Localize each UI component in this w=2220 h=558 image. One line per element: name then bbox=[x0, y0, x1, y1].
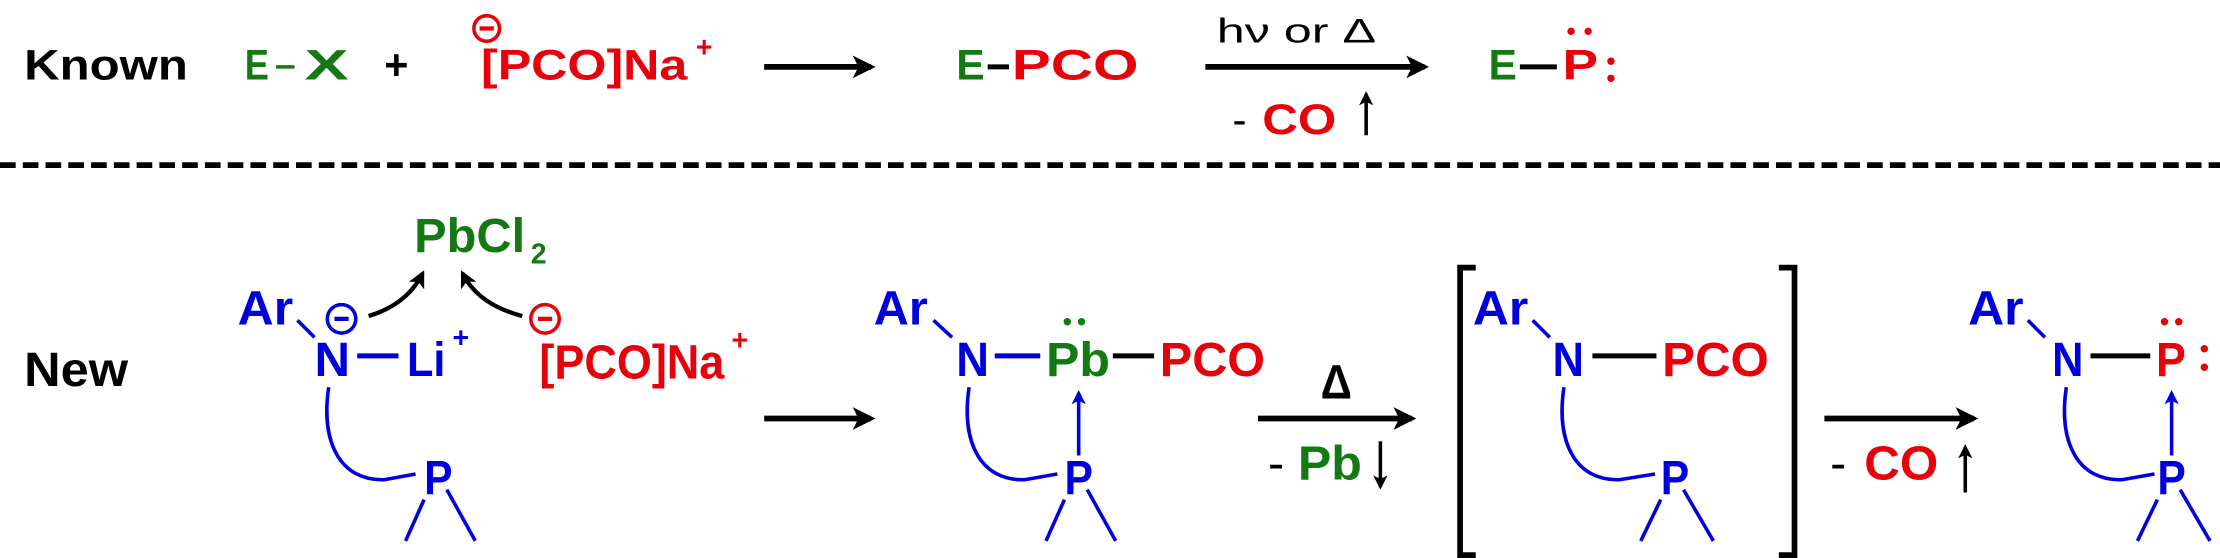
negative-charge-icon bbox=[529, 302, 562, 335]
known-reaction: Known E X + [PCO]Na + E PCO hν or Δ - CO… bbox=[24, 13, 1615, 144]
phosphine-substituent bbox=[1681, 488, 1715, 542]
known-label: Known bbox=[24, 42, 188, 90]
lone-pair-icon bbox=[2160, 318, 2209, 371]
ligand-backbone-arc bbox=[1560, 386, 1656, 482]
ar-n-bond bbox=[296, 319, 316, 339]
phosphinidene-p: P bbox=[2156, 333, 2186, 387]
lone-pair-icon bbox=[1567, 27, 1615, 82]
phosphinidene-product: Ar N P P bbox=[1968, 282, 2212, 542]
phosphine-substituent bbox=[2178, 488, 2212, 542]
ar-n-bond bbox=[1531, 319, 1551, 339]
amide-nitrogen: N bbox=[1553, 333, 1584, 387]
loss-co: CO bbox=[1262, 96, 1336, 144]
phosphaethynolate-reagent: [PCO]Na bbox=[539, 336, 725, 390]
reactant-e: E bbox=[245, 42, 269, 90]
phosphine-substituent bbox=[1085, 488, 1118, 542]
aryl-group: Ar bbox=[1968, 282, 2024, 336]
amide-nitrogen: N bbox=[956, 333, 989, 387]
phosphine-p: P bbox=[2157, 451, 2185, 505]
reactant-x: X bbox=[305, 42, 350, 90]
negative-charge-icon bbox=[472, 13, 502, 44]
ligand-backbone-arc bbox=[325, 386, 416, 482]
sodium-charge: + bbox=[731, 325, 748, 357]
product-e: E bbox=[1489, 42, 1517, 90]
aryl-group: Ar bbox=[238, 282, 294, 336]
loss-co: CO bbox=[1864, 437, 1938, 491]
ar-n-bond bbox=[932, 318, 954, 339]
aryl-group: Ar bbox=[874, 282, 928, 336]
sodium-charge: + bbox=[696, 32, 713, 64]
phosphine-substituent bbox=[445, 488, 477, 542]
lithium: Li bbox=[407, 333, 445, 387]
right-bracket bbox=[1778, 264, 1798, 558]
ar-n-bond bbox=[2026, 319, 2047, 339]
ligand-backbone-arc bbox=[2062, 386, 2155, 482]
phosphine-substituent bbox=[1044, 498, 1067, 542]
product-phosphinidene-p: P bbox=[1563, 42, 1599, 90]
lone-pair-icon bbox=[1063, 318, 1086, 326]
bracketed-intermediate: Ar N PCO P bbox=[1457, 264, 1798, 558]
phosphine-p: P bbox=[1661, 451, 1689, 505]
loss-lead: Pb bbox=[1298, 437, 1362, 491]
conditions-above: hν or Δ bbox=[1217, 13, 1376, 51]
curved-arrow-icon bbox=[367, 270, 425, 319]
loss-minus: - bbox=[1830, 437, 1846, 491]
amide-nitrogen: N bbox=[314, 333, 350, 387]
left-bracket bbox=[1457, 264, 1476, 558]
curved-arrow-icon bbox=[460, 270, 523, 319]
plus-sign: + bbox=[384, 42, 408, 90]
new-label: New bbox=[24, 343, 128, 397]
amide-nitrogen: N bbox=[2052, 333, 2083, 387]
aryl-group: Ar bbox=[1473, 282, 1529, 336]
intermediate-e: E bbox=[956, 42, 984, 90]
heat-condition: Δ bbox=[1321, 356, 1352, 410]
negative-charge-icon bbox=[325, 302, 358, 335]
loss-minus: - bbox=[1232, 96, 1246, 144]
ligand-backbone-arc bbox=[965, 386, 1058, 482]
pco-group: PCO bbox=[1662, 333, 1769, 387]
new-reaction: New PbCl 2 Ar N Li + P [PCO]Na + bbox=[24, 209, 2212, 558]
phosphine-substituent bbox=[1639, 498, 1663, 542]
lead-atom: Pb bbox=[1046, 333, 1110, 387]
phosphaethynolate-reagent: [PCO]Na bbox=[481, 42, 689, 90]
pco-group: PCO bbox=[1160, 333, 1265, 387]
phosphine-substituent bbox=[2135, 498, 2159, 542]
lithium-amide: Ar N Li + P bbox=[238, 282, 477, 542]
loss-minus: - bbox=[1268, 437, 1284, 491]
phosphine-p: P bbox=[1064, 451, 1092, 505]
lead-dichloride: PbCl bbox=[414, 209, 525, 263]
phosphine-substituent bbox=[403, 498, 426, 542]
lithium-charge: + bbox=[453, 322, 470, 354]
lead-dichloride-subscript: 2 bbox=[531, 238, 547, 270]
intermediate-pco: PCO bbox=[1012, 42, 1139, 90]
plumbylene-complex: Ar N Pb PCO P bbox=[874, 282, 1265, 542]
phosphine-p: P bbox=[424, 451, 452, 505]
